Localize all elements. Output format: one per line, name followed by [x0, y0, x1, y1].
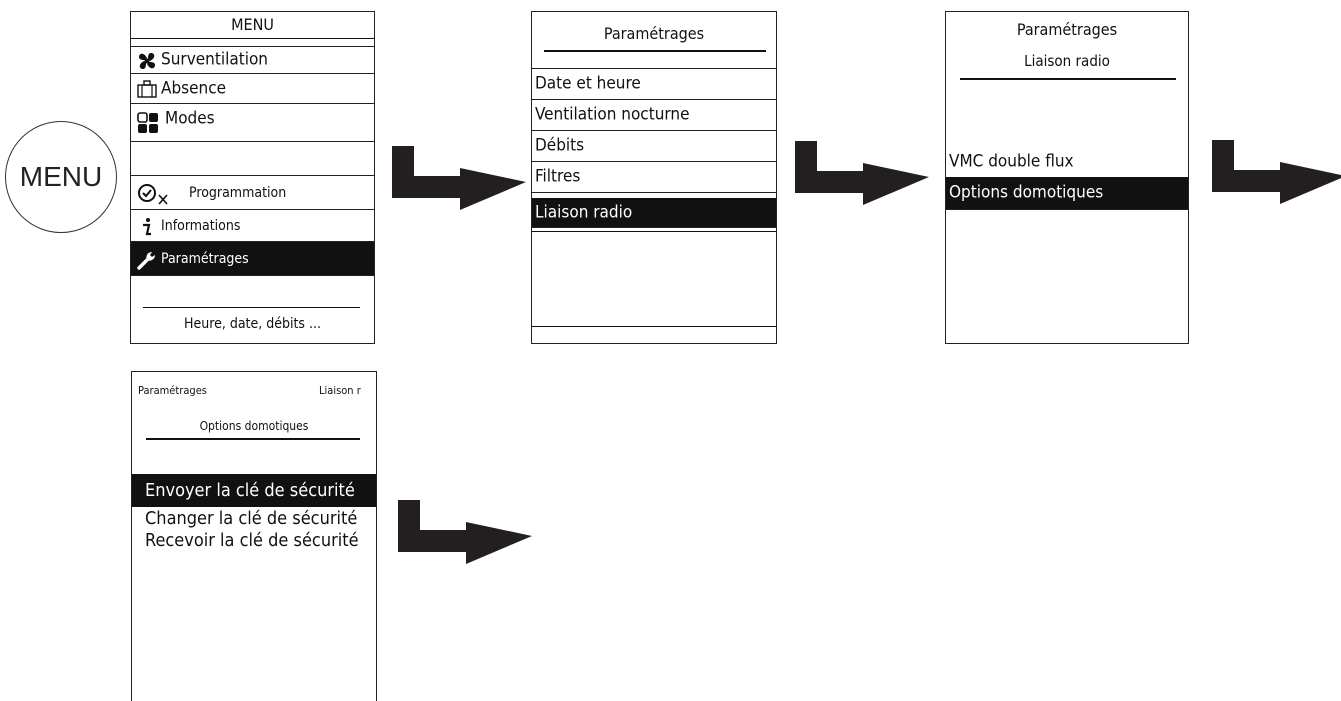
- divider: [131, 38, 374, 39]
- list-item-label: Filtres: [535, 166, 581, 187]
- screen-menu: MENU Surventilation Absence Modes: [130, 11, 375, 344]
- divider: [532, 326, 776, 327]
- menu-item-label: Paramétrages: [161, 250, 249, 267]
- list-item-filtres[interactable]: Filtres: [532, 162, 776, 193]
- fan-icon: [139, 53, 155, 69]
- title-underline: [544, 50, 766, 52]
- screen-menu-footer: Heure, date, débits ...: [184, 316, 321, 332]
- list-item-recevoir-cle[interactable]: Recevoir la clé de sécurité: [132, 530, 376, 552]
- list-item-label: Recevoir la clé de sécurité: [145, 530, 359, 551]
- list-item-date-heure[interactable]: Date et heure: [532, 68, 776, 100]
- list-item-label: Débits: [535, 135, 585, 156]
- list-item-label: Options domotiques: [949, 182, 1104, 203]
- list-item-label: Ventilation nocturne: [535, 104, 690, 125]
- screen-options-domotiques: Paramétrages Liaison r Options domotique…: [131, 371, 377, 701]
- menu-item-label: Surventilation: [161, 49, 269, 70]
- screen-menu-title: MENU: [231, 15, 274, 34]
- screen-parametrages: Paramétrages Date et heure Ventilation n…: [531, 11, 777, 344]
- flow-arrow-icon: [795, 141, 929, 205]
- screen-options-subtitle: Options domotiques: [199, 419, 309, 433]
- list-item-label: Liaison radio: [535, 202, 633, 222]
- list-item-envoyer-cle[interactable]: Envoyer la clé de sécurité: [132, 474, 376, 507]
- list-item-label: Date et heure: [535, 73, 641, 94]
- list-item-ventilation-nocturne[interactable]: Ventilation nocturne: [532, 100, 776, 131]
- menu-button-label: MENU: [19, 161, 103, 192]
- clock-cross-icon: [138, 184, 168, 205]
- flow-arrow-icon: [398, 500, 532, 564]
- screen-parametrages-title: Paramétrages: [603, 24, 705, 43]
- list-item-label: VMC double flux: [949, 151, 1074, 172]
- menu-item-label: Modes: [165, 108, 215, 129]
- flow-arrow-icon: [1212, 140, 1341, 204]
- suitcase-icon: [137, 80, 157, 98]
- menu-item-label: Programmation: [189, 184, 287, 201]
- menu-item-informations[interactable]: Informations: [131, 210, 374, 242]
- list-item-label: Envoyer la clé de sécurité: [145, 479, 355, 501]
- menu-item-parametrages[interactable]: Paramétrages: [131, 242, 374, 276]
- menu-button[interactable]: MENU: [5, 121, 117, 233]
- menu-item-empty: [131, 142, 374, 176]
- footer-divider: [143, 307, 360, 308]
- menu-item-surventilation[interactable]: Surventilation: [131, 46, 374, 74]
- screen-liaison-title: Paramétrages: [1016, 20, 1118, 39]
- divider: [532, 231, 776, 232]
- menu-item-label: Absence: [161, 78, 227, 98]
- wrench-icon: [137, 252, 155, 270]
- info-icon: [143, 218, 151, 236]
- list-item-label: Changer la clé de sécurité: [145, 508, 358, 529]
- flow-arrow-icon: [392, 146, 526, 210]
- list-item-liaison-radio[interactable]: Liaison radio: [532, 198, 776, 228]
- modes-grid-icon: [137, 112, 158, 133]
- breadcrumb-right: Liaison r: [319, 384, 361, 397]
- list-item-debits[interactable]: Débits: [532, 131, 776, 162]
- menu-item-programmation[interactable]: Programmation: [131, 176, 374, 210]
- title-underline: [960, 78, 1176, 80]
- list-item-vmc-double-flux[interactable]: VMC double flux: [946, 147, 1188, 177]
- screen-liaison-subtitle: Liaison radio: [1024, 52, 1110, 70]
- menu-item-label: Informations: [161, 217, 241, 234]
- menu-item-modes[interactable]: Modes: [131, 104, 374, 142]
- list-item-options-domotiques[interactable]: Options domotiques: [946, 177, 1188, 210]
- list-item-changer-cle[interactable]: Changer la clé de sécurité: [132, 508, 376, 530]
- menu-item-absence[interactable]: Absence: [131, 74, 374, 104]
- breadcrumb-left: Paramétrages: [138, 384, 207, 397]
- title-underline: [146, 438, 360, 440]
- screen-liaison-radio: Paramétrages Liaison radio VMC double fl…: [945, 11, 1189, 344]
